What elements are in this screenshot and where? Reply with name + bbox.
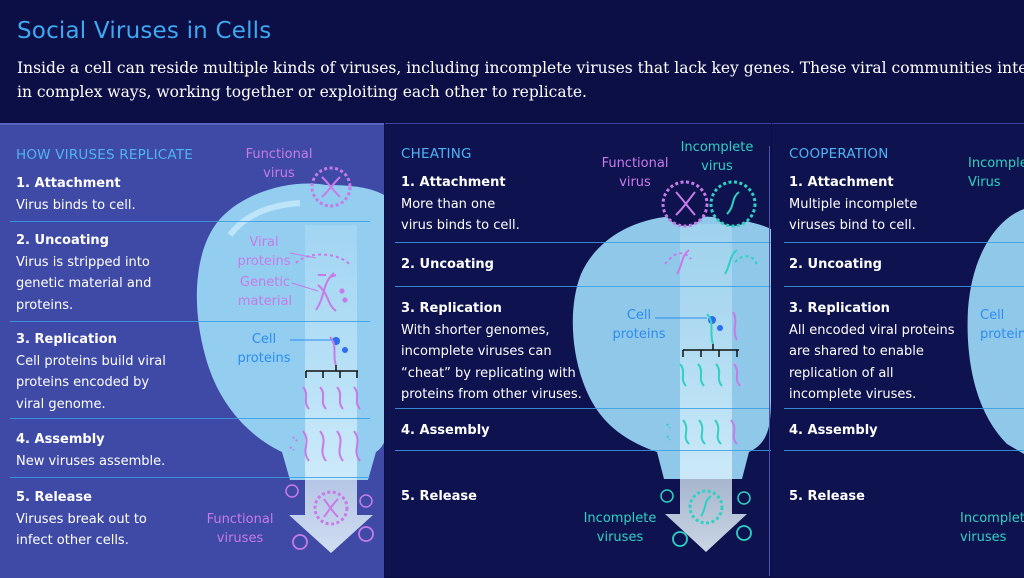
label-incomplete-virus: Incomple Virus [968,156,1024,190]
uncoated-material [664,249,758,275]
cell-protein-icon [305,336,358,378]
panel-title: HOW VIRUSES REPLICATE [16,147,193,163]
panel-divider [769,146,770,576]
functional-virus-icon [310,166,352,208]
step-divider [784,286,1024,287]
page-title: Social Viruses in Cells [17,18,272,44]
step-divider [10,477,370,478]
genetic-material-icon [315,272,348,312]
released-virus-icon [660,489,752,547]
assembling-viruses [289,430,361,462]
label-pointers [289,252,319,292]
step-release: 5. Release [401,489,477,504]
step-uncoating: 2. Uncoating [789,257,882,272]
step-divider [395,242,771,243]
step-assembly: 4. Assembly [789,423,878,438]
subtitle-line-1: Inside a cell can reside multiple kinds … [17,59,1024,77]
cheating-illustration [572,180,771,552]
replicated-genomes [679,363,741,387]
functional-virus-icon [661,180,709,228]
down-arrow [289,225,373,553]
label-cell-proteins: Cell proteins [612,308,666,342]
step-divider [10,321,370,322]
step-assembly: 4. Assembly [401,423,490,438]
panel-title: COOPERATION [789,146,889,162]
page-subtitle: Inside a cell can reside multiple kinds … [17,56,1024,104]
cooperation-illustration [967,209,1024,454]
subtitle-line-2: in complex ways, working together or exp… [17,83,587,101]
incomplete-virus-icon [709,180,757,228]
replication-illustration [196,166,384,553]
cell-protein-icon [682,311,739,357]
label-incomplete-viruses: Incomplete viruses [583,511,657,545]
label-incomplete-virus: Incomplete virus [680,140,754,174]
label-genetic-material: Genetic material [237,275,293,309]
label-viral-proteins: Viral proteins [237,235,291,269]
step-release: 5. Release [789,489,865,504]
cell-highlight [227,200,301,237]
panel-title: CHEATING [401,146,472,162]
down-arrow [665,224,747,552]
released-virus-icon [285,484,374,550]
label-incomplete-viruses: Incomplete viruses [960,511,1024,545]
label-functional-virus: Functional virus [245,147,313,181]
label-cell-proteins: Cell proteins [237,332,291,366]
step-divider [784,408,1024,409]
cell-body [967,209,1024,454]
label-cell-proteins: Cell protein [980,308,1024,342]
assembling-viruses [666,419,738,445]
step-divider [784,450,1024,451]
step-uncoating: 2. Uncoating [401,257,494,272]
label-functional-viruses: Functional viruses [206,512,274,546]
replicated-genomes [302,386,361,410]
label-functional-virus: Functional virus [601,156,669,190]
cell-body [572,216,771,479]
step-divider [10,418,370,419]
step-divider [784,242,1024,243]
step-divider [395,408,771,409]
header: Social Viruses in Cells Inside a cell ca… [0,0,1024,124]
step-divider [10,221,370,222]
step-divider [395,450,771,451]
step-divider [395,286,771,287]
